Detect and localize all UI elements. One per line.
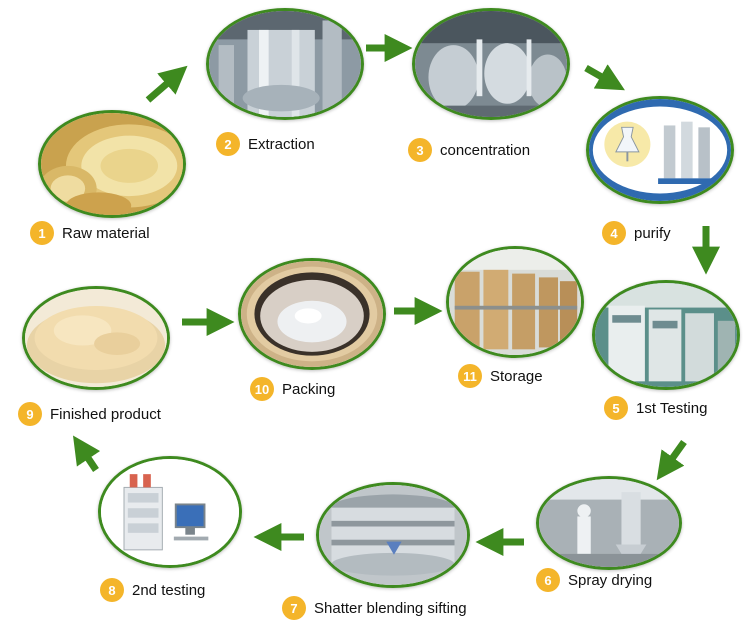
step-number-badge: 8	[100, 578, 124, 602]
step-4-purify: 4 purify	[602, 221, 671, 245]
step-number-badge: 7	[282, 596, 306, 620]
step-number-badge: 10	[250, 377, 274, 401]
step-1-raw-material: 1 Raw material	[30, 221, 150, 245]
step-number-badge: 5	[604, 396, 628, 420]
step-label: purify	[634, 224, 671, 242]
storage-image	[446, 246, 584, 358]
step-number-badge: 11	[458, 364, 482, 388]
arrow-3-to-4	[584, 64, 625, 91]
step-label: Raw material	[62, 224, 150, 242]
step-label: 2nd testing	[132, 581, 206, 599]
step-11-storage: 11 Storage	[458, 364, 543, 388]
step-label: Finished product	[50, 405, 161, 423]
step-7-shatter-blending-sifting: 7 Shatter blending sifting	[282, 596, 467, 620]
step-number-badge: 9	[18, 402, 42, 426]
arrow-5-to-6	[656, 439, 687, 481]
step-number-badge: 3	[408, 138, 432, 162]
step-number-badge: 2	[216, 132, 240, 156]
step-number-badge: 6	[536, 568, 560, 592]
packing-image	[238, 258, 386, 370]
concentration-image	[412, 8, 570, 120]
step-6-spray-drying: 6 Spray drying	[536, 568, 652, 592]
step-number-badge: 1	[30, 221, 54, 245]
step-label: Packing	[282, 380, 336, 398]
second-testing-image	[98, 456, 242, 568]
step-5-first-testing: 5 1st Testing	[604, 396, 707, 420]
arrow-1-to-2	[145, 65, 188, 103]
step-label: Spray drying	[568, 571, 653, 589]
step-label: Storage	[490, 367, 543, 385]
step-2-extraction: 2 Extraction	[216, 132, 315, 156]
arrow-8-to-9	[73, 435, 101, 472]
step-label: Shatter blending sifting	[314, 599, 467, 617]
step-number-badge: 4	[602, 221, 626, 245]
step-3-concentration: 3 concentration	[408, 138, 530, 162]
purify-image	[586, 96, 734, 204]
first-testing-image	[592, 280, 740, 390]
extraction-image	[206, 8, 364, 120]
raw-material-image	[38, 110, 186, 218]
spray-drying-image	[536, 476, 682, 570]
step-8-second-testing: 8 2nd testing	[100, 578, 205, 602]
finished-product-image	[22, 286, 170, 390]
step-9-finished-product: 9 Finished product	[18, 402, 161, 426]
shatter-blending-sifting-image	[316, 482, 470, 588]
step-10-packing: 10 Packing	[250, 377, 335, 401]
step-label: concentration	[440, 141, 531, 159]
step-label: 1st Testing	[636, 399, 708, 417]
step-label: Extraction	[248, 135, 315, 153]
